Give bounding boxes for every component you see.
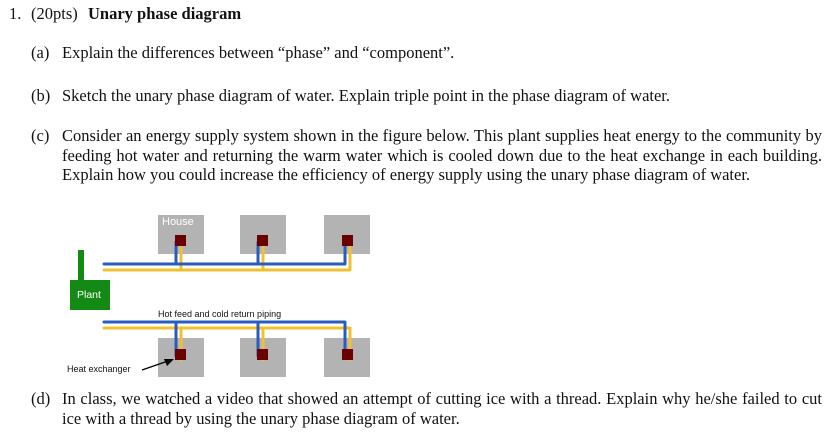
heat-exchanger-bottom-2 — [257, 349, 268, 360]
hot-feed-piping — [102, 244, 352, 362]
part-a-label: (a) — [31, 43, 50, 62]
heat-exchanger-bottom-3 — [342, 349, 353, 360]
part-c-text: Consider an energy supply system shown i… — [62, 126, 822, 184]
cold-return-piping — [102, 240, 347, 358]
part-d-text: In class, we watched a video that showed… — [62, 389, 822, 428]
piping-label: Hot feed and cold return piping — [158, 309, 282, 319]
part-d-label: (d) — [31, 389, 51, 408]
part-b-text: Sketch the unary phase diagram of water.… — [62, 86, 671, 105]
question-title: Unary phase diagram — [88, 4, 242, 23]
question-number: 1. — [9, 4, 22, 23]
heat-exchanger-label: Heat exchanger — [67, 364, 131, 374]
heat-exchanger-top-3 — [342, 235, 353, 246]
house-top-3 — [324, 215, 370, 254]
plant-label: Plant — [77, 289, 101, 301]
house-label: House — [162, 216, 194, 228]
question-points: (20pts) — [31, 4, 78, 23]
plant-box — [70, 280, 110, 310]
part-b-label: (b) — [31, 86, 51, 105]
heat-exchanger-arrow — [141, 359, 174, 371]
plant-stack — [78, 250, 84, 280]
part-a-text: Explain the differences between “phase” … — [62, 43, 455, 62]
heat-exchanger-top-2 — [257, 235, 268, 246]
heat-exchanger-top-1 — [175, 235, 186, 246]
heat-exchanger-bottom-1 — [175, 349, 186, 360]
part-c-label: (c) — [31, 126, 50, 145]
